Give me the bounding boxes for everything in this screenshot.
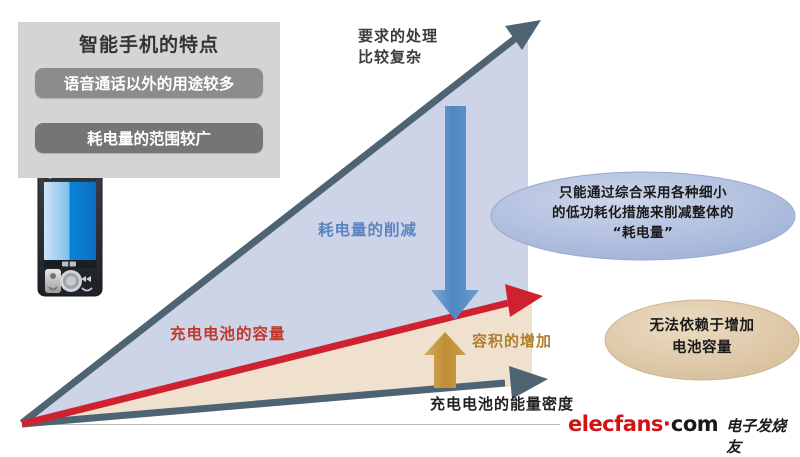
watermark-chinese: 电子发烧友 <box>726 417 787 456</box>
callout-ellipse-low-power <box>490 171 796 261</box>
callout-text-battery-limit: 无法依赖于增加 电池容量 <box>649 318 755 356</box>
panel-title: 智能手机的特点 <box>78 34 219 56</box>
smartphone-illustration <box>37 167 103 297</box>
arrow-power-reduction <box>431 106 479 320</box>
label-battery-capacity: 充电电池的容量 <box>170 325 286 343</box>
watermark: elecfans · com 电子发烧友 <box>568 412 800 456</box>
arrow-volume-increase <box>424 332 466 388</box>
label-complex-processing: 要求的处理 比较复杂 <box>358 27 439 66</box>
label-x-axis-energy-density: 充电电池的能量密度 <box>430 395 575 413</box>
callout-text-low-power: 只能通过综合采用各种细小 的低功耗化措施来削减整体的 “耗电量” <box>552 185 734 241</box>
label-power-reduction: 耗电量的削减 <box>318 221 418 239</box>
feature-pill-usage: 语音通话以外的用途较多 <box>35 68 263 98</box>
arrow-battery-capacity <box>21 284 543 428</box>
axis-arrow-processing <box>19 20 541 426</box>
axis-arrow-energy-density <box>21 366 548 428</box>
watermark-brand: elecfans <box>568 412 663 436</box>
watermark-dot: · <box>662 412 671 436</box>
feature-pill-power-range: 耗电量的范围较广 <box>35 123 263 153</box>
label-volume-increase: 容积的增加 <box>472 332 553 350</box>
watermark-tld: com <box>670 412 719 436</box>
callout-ellipse-battery-limit <box>604 299 800 381</box>
